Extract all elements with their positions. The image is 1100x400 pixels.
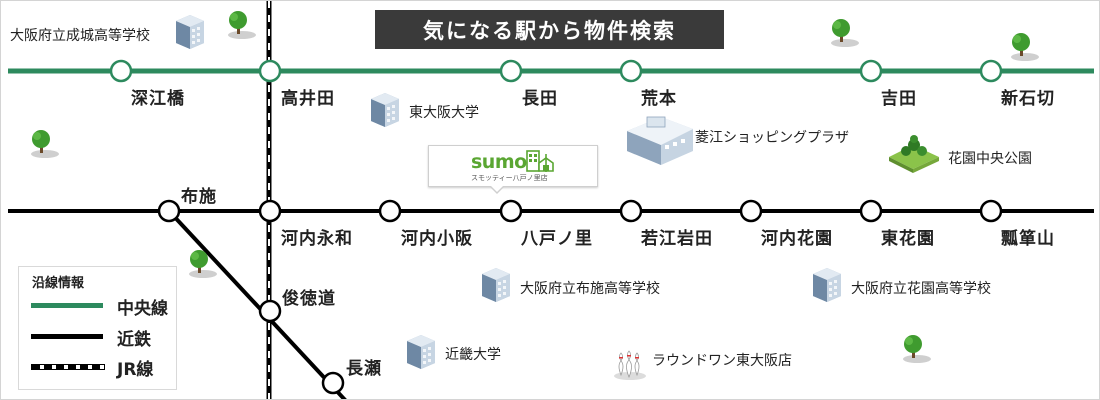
- landmark-higashiosaka-university: 東大阪大学: [409, 105, 479, 121]
- station-label-kawachi-hanazono[interactable]: 河内花園: [761, 229, 833, 249]
- office-building-icon: [371, 93, 399, 127]
- shopping-mall-icon: [627, 116, 693, 165]
- legend-title: 沿線情報: [32, 276, 85, 291]
- station-label-yoshida[interactable]: 吉田: [881, 89, 917, 109]
- station-label-shuntokumichi[interactable]: 俊徳道: [282, 289, 336, 309]
- station-label-kawachi-kosaka[interactable]: 河内小阪: [401, 229, 473, 249]
- station-kawachi-kosaka: [378, 199, 402, 223]
- station-fukaebashi: [109, 59, 133, 83]
- station-label-nagata[interactable]: 長田: [522, 89, 558, 109]
- station-label-kawachi-eiwa[interactable]: 河内永和: [281, 229, 353, 249]
- store-brand: sumo: [471, 151, 527, 173]
- landmark-hishie-shopping-plaza: 菱江ショッピングプラザ: [695, 130, 849, 146]
- station-label-fuse[interactable]: 布施: [181, 187, 217, 207]
- office-building-icon: [407, 335, 435, 369]
- kintetsu-branch-line: [167, 209, 347, 399]
- page-title: 気になる駅から物件検索: [375, 10, 724, 49]
- tree-icon: [1011, 33, 1039, 61]
- station-wakae-iwata: [619, 199, 643, 223]
- office-building-icon: [813, 268, 841, 302]
- landmark-round1-higashiosaka: ラウンドワン東大阪店: [652, 353, 792, 369]
- landmark-hanazono-high-school: 大阪府立花園高等学校: [851, 281, 991, 297]
- legend-swatch-jr: [31, 364, 105, 370]
- tree-icon: [831, 19, 859, 47]
- station-takaida: [258, 59, 282, 83]
- station-label-shinishikiri[interactable]: 新石切: [1001, 89, 1055, 109]
- legend-label-jr: JR線: [117, 360, 154, 380]
- station-label-hyotanyama[interactable]: 瓢箪山: [1001, 229, 1055, 249]
- station-shinishikiri: [979, 59, 1003, 83]
- office-building-icon: [482, 268, 510, 302]
- landmark-hanazono-central-park: 花園中央公園: [948, 151, 1032, 167]
- landmark-narujo-high-school: 大阪府立成城高等学校: [10, 28, 150, 44]
- station-label-nagase[interactable]: 長瀬: [346, 359, 382, 379]
- legend: 沿線情報 中央線 近鉄 JR線: [18, 266, 177, 390]
- station-nagata: [499, 59, 523, 83]
- station-hyotanyama: [979, 199, 1003, 223]
- legend-item-jr: JR線: [31, 355, 171, 380]
- bowling-pins-icon: [614, 350, 646, 380]
- station-aramoto: [619, 59, 643, 83]
- office-building-icon: [176, 15, 204, 49]
- store-callout[interactable]: sumo スモッティー八戸ノ里店: [428, 145, 598, 194]
- park-icon: [889, 135, 939, 173]
- station-label-higashi-hanazono[interactable]: 東花園: [881, 229, 935, 249]
- store-tagline: スモッティー八戸ノ里店: [471, 174, 548, 182]
- station-yoshida: [859, 59, 883, 83]
- station-label-aramoto[interactable]: 荒本: [641, 89, 677, 109]
- station-fuse: [157, 199, 181, 223]
- legend-item-kintetsu: 近鉄: [31, 325, 171, 350]
- station-label-takaida[interactable]: 高井田: [281, 89, 335, 109]
- station-kawachi-hanazono: [739, 199, 763, 223]
- legend-swatch-kintetsu: [31, 334, 103, 339]
- legend-label-kintetsu: 近鉄: [117, 330, 151, 350]
- station-label-fukaebashi[interactable]: 深江橋: [131, 89, 185, 109]
- landmark-fuse-high-school: 大阪府立布施高等学校: [520, 281, 660, 297]
- tree-icon: [189, 250, 217, 278]
- station-higashi-hanazono: [859, 199, 883, 223]
- station-kawachi-eiwa-jr: [258, 199, 282, 223]
- tree-icon: [228, 11, 256, 39]
- tree-icon: [903, 335, 931, 363]
- station-label-wakae-iwata[interactable]: 若江岩田: [641, 229, 713, 249]
- station-label-yaenosato[interactable]: 八戸ノ里: [521, 229, 593, 249]
- callout-pointer: [489, 185, 505, 194]
- legend-item-chuo: 中央線: [31, 294, 171, 319]
- station-shuntokumichi: [258, 299, 282, 323]
- legend-label-chuo: 中央線: [117, 299, 168, 319]
- station-yaenosato: [499, 199, 523, 223]
- landmark-kinki-university: 近畿大学: [445, 347, 501, 363]
- legend-swatch-chuo: [31, 303, 103, 308]
- house-icon: [526, 150, 554, 172]
- station-nagase: [321, 371, 345, 395]
- tree-icon: [31, 130, 59, 158]
